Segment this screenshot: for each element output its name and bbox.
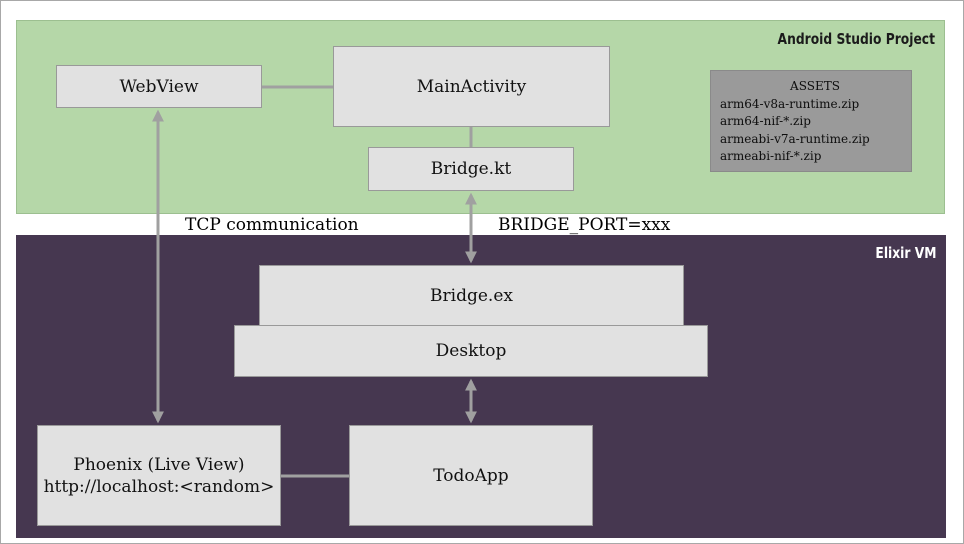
- asset-file: armeabi-nif-*.zip: [720, 149, 822, 163]
- tcp-communication-label: TCP communication: [185, 215, 359, 235]
- asset-file: armeabi-v7a-runtime.zip: [720, 131, 870, 146]
- desktop-box: Desktop: [234, 325, 708, 377]
- phoenix-title: Phoenix (Live View): [73, 454, 245, 475]
- bridge-kt-label: Bridge.kt: [430, 159, 512, 179]
- elixir-region-title: Elixir VM: [875, 244, 937, 262]
- phoenix-url: http://localhost:<random>: [43, 476, 275, 497]
- bridge-ex-label: Bridge.ex: [430, 285, 513, 306]
- main-activity-label: MainActivity: [416, 76, 527, 97]
- bridge-port-label: BRIDGE_PORT=xxx: [498, 215, 671, 235]
- webview-label: WebView: [119, 76, 199, 97]
- android-region-title: Android Studio Project: [777, 30, 935, 48]
- todoapp-label: TodoApp: [433, 465, 509, 486]
- bridge-kt-box: Bridge.kt: [368, 147, 574, 191]
- asset-file: arm64-nif-*.zip: [720, 114, 811, 128]
- phoenix-box: Phoenix (Live View) http://localhost:<ra…: [37, 425, 281, 526]
- todoapp-box: TodoApp: [349, 425, 593, 526]
- main-activity-box: MainActivity: [333, 46, 610, 127]
- asset-file: arm64-v8a-runtime.zip: [720, 96, 860, 111]
- assets-box: ASSETS arm64-v8a-runtime.zip arm64-nif-*…: [710, 70, 912, 172]
- assets-title: ASSETS: [790, 79, 840, 93]
- desktop-label: Desktop: [435, 341, 507, 361]
- bridge-ex-box: Bridge.ex: [259, 265, 684, 326]
- webview-box: WebView: [56, 65, 262, 108]
